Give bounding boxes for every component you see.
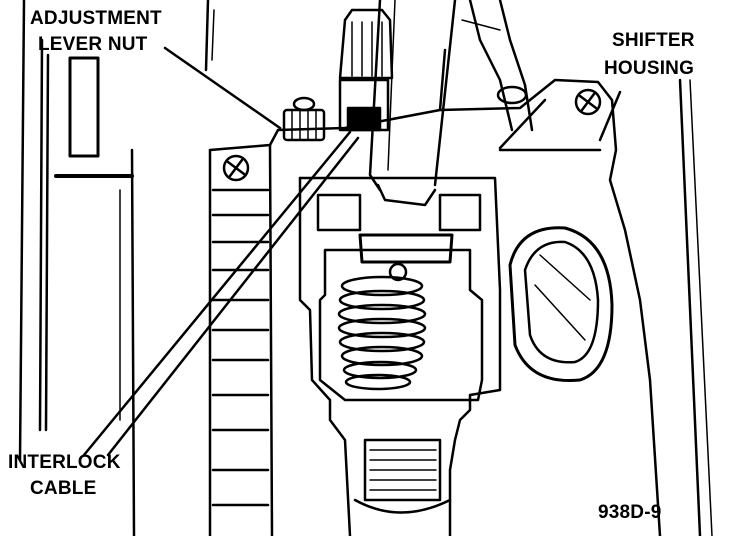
left-trim-panel	[18, 0, 215, 536]
shifter-leader-line	[598, 90, 622, 142]
interlock-leader-line-1	[82, 130, 352, 457]
right-trim-edge	[678, 78, 713, 536]
shift-lever-spring	[337, 233, 454, 391]
console-ribbed-strip	[208, 143, 274, 536]
interlock-leader-line-2	[106, 136, 360, 457]
shifter-gate-plate	[298, 176, 502, 536]
interlock-cable-label-line2: CABLE	[30, 478, 97, 499]
housing-side-opening	[508, 226, 614, 383]
adjustment-lever-nut-label-line2: LEVER NUT	[38, 34, 148, 55]
upper-cable	[461, 0, 534, 132]
shifter-housing-label-line1: SHIFTER	[612, 30, 695, 51]
interlock-cable-label-line1: INTERLOCK	[8, 452, 121, 473]
adjustment-leader-line	[163, 46, 282, 130]
interlock-cable-bracket	[338, 8, 394, 132]
leader-lines	[82, 46, 622, 457]
adjustment-lever-nut-label-line1: ADJUSTMENT	[30, 8, 162, 29]
figure-id-label: 938D-9	[598, 502, 662, 523]
shifter-housing-label-line2: HOUSING	[604, 58, 695, 79]
shift-lever-shaft	[368, 0, 457, 207]
adjustment-lever-nut	[282, 96, 326, 142]
shifter-housing	[268, 48, 662, 536]
